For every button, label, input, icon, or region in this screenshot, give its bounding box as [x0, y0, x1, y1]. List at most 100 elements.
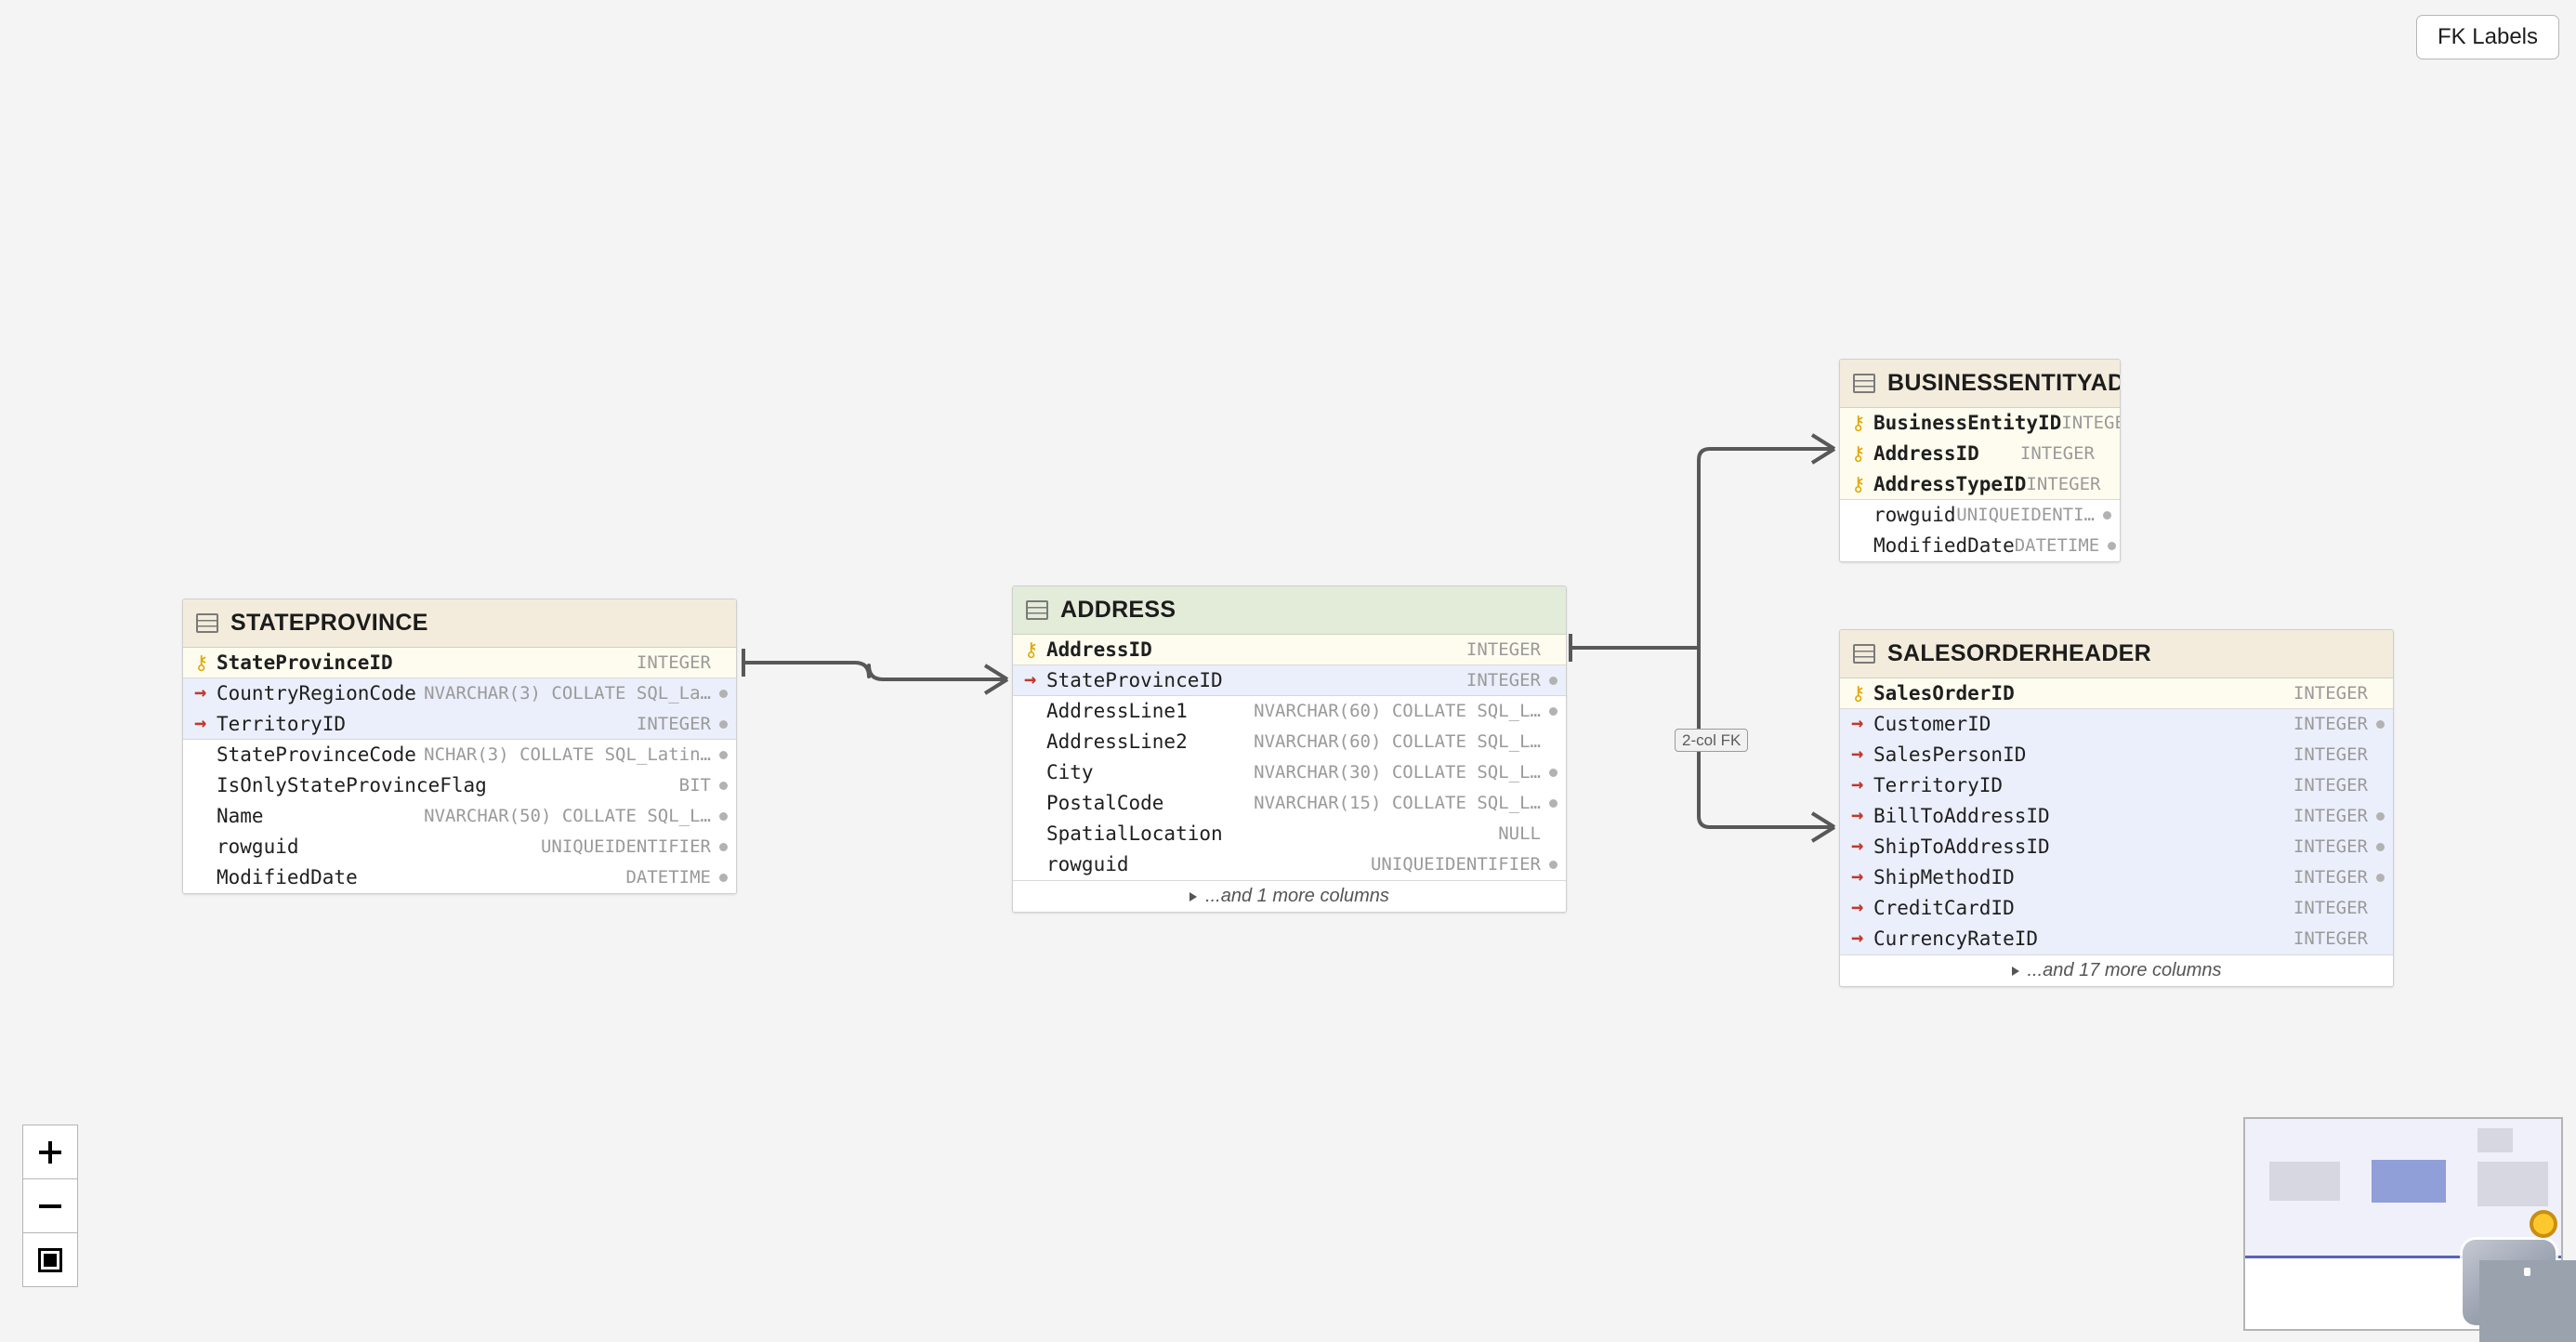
fit-to-screen-button[interactable]: [22, 1232, 78, 1287]
column-type: UNIQUEIDENTI…: [1956, 505, 2095, 525]
column-type: INTEGER: [1465, 670, 1541, 691]
minimap-table-rect: [2372, 1160, 2446, 1203]
column-type: NVARCHAR(60) COLLATE SQL_L…: [1254, 701, 1541, 721]
primary-key-icon: ⚷: [1851, 472, 1866, 495]
table-header[interactable]: BUSINESSENTITYADDR…: [1840, 360, 2120, 408]
chevron-right-icon: [1189, 891, 1198, 901]
column-type: NVARCHAR(3) COLLATE SQL_La…: [424, 683, 711, 704]
table-icon: [1026, 600, 1048, 620]
not-null-indicator-dot: [1549, 798, 1557, 808]
foreign-key-arrow-icon: →: [1851, 927, 1864, 950]
column-type: INTEGER: [2019, 443, 2095, 464]
not-null-indicator-dot: [2376, 811, 2385, 821]
minimap[interactable]: [2243, 1117, 2576, 1342]
expand-more-columns-row[interactable]: ...and 1 more columns: [1013, 880, 1566, 912]
er-table[interactable]: BUSINESSENTITYADDR… ⚷BusinessEntityIDINTE…: [1839, 359, 2121, 562]
zoom-in-button[interactable]: [22, 1125, 78, 1179]
table-header[interactable]: ADDRESS: [1013, 586, 1566, 635]
column-name: AddressID: [1046, 638, 1152, 661]
chevron-right-icon: [2011, 966, 2019, 976]
more-columns-label: ...and 1 more columns: [1205, 886, 1389, 906]
table-header[interactable]: SALESORDERHEADER: [1840, 630, 2393, 678]
minimap-viewport[interactable]: [2245, 1119, 2561, 1258]
column-type: INTEGER: [2293, 744, 2368, 765]
primary-key-icon: ⚷: [194, 651, 209, 674]
column-type: INTEGER: [2293, 928, 2368, 949]
cursor-badge-icon: [2530, 1210, 2557, 1238]
primary-key-icon: ⚷: [1851, 411, 1866, 434]
column-type: INTEGER: [2293, 898, 2368, 918]
column-type: NVARCHAR(15) COLLATE SQL_L…: [1254, 793, 1541, 813]
column-type: INTEGER: [2293, 714, 2368, 734]
not-null-indicator-dot: [719, 719, 728, 729]
column-name: CurrencyRateID: [1873, 928, 2039, 950]
table-header[interactable]: STATEPROVINCE: [183, 599, 736, 648]
fit-screen-icon: [38, 1247, 62, 1272]
table-name: STATEPROVINCE: [230, 610, 428, 636]
foreign-key-arrow-icon: →: [1851, 896, 1864, 919]
not-null-indicator-dot: [719, 781, 728, 790]
primary-key-icon: ⚷: [1851, 681, 1866, 704]
expand-more-columns-row[interactable]: ...and 17 more columns: [1840, 954, 2393, 986]
more-columns-label: ...and 17 more columns: [2027, 960, 2222, 980]
not-null-indicator-dot: [1549, 860, 1557, 869]
column-type: UNIQUEIDENTIFIER: [1370, 854, 1541, 875]
column-name: CountryRegionCode: [217, 682, 416, 704]
table-column-row[interactable]: ⚷BusinessEntityIDINTEGER: [1840, 408, 2120, 439]
table-name: SALESORDERHEADER: [1887, 640, 2151, 666]
column-type: NCHAR(3) COLLATE SQL_Latin…: [424, 744, 711, 765]
zoom-out-button[interactable]: [22, 1178, 78, 1233]
fk-label-badge: 2-col FK: [1675, 729, 1749, 752]
foreign-key-arrow-icon: →: [1851, 743, 1864, 766]
column-name: StateProvinceID: [217, 651, 393, 674]
column-type: INTEGER: [2293, 683, 2368, 704]
foreign-key-arrow-icon: →: [1851, 804, 1864, 827]
foreign-key-arrow-icon: →: [1024, 668, 1037, 691]
table-column-row[interactable]: → CountryRegionCode NVARCHAR(3) COLLATE SQ…: [183, 678, 736, 709]
fk-labels-toggle-button[interactable]: FK Labels: [2415, 15, 2559, 59]
table-column-row[interactable]: City NVARCHAR(30) COLLATE SQL_L…: [1013, 757, 1566, 788]
not-null-indicator-dot: [719, 750, 728, 759]
table-column-row[interactable]: → CurrencyRateID INTEGER: [1840, 924, 2393, 954]
column-name: ModifiedDate: [1873, 534, 2015, 557]
column-type: INTEGER: [2293, 775, 2368, 796]
column-type: NVARCHAR(30) COLLATE SQL_L…: [1254, 762, 1541, 783]
primary-key-icon: ⚷: [1851, 441, 1866, 465]
column-name: TerritoryID: [1873, 774, 2004, 796]
column-name: City: [1046, 761, 1094, 783]
column-name: rowguid: [217, 835, 299, 858]
foreign-key-arrow-icon: →: [194, 681, 207, 704]
table-name: BUSINESSENTITYADDR…: [1887, 370, 2120, 396]
column-type: BIT: [678, 775, 711, 796]
